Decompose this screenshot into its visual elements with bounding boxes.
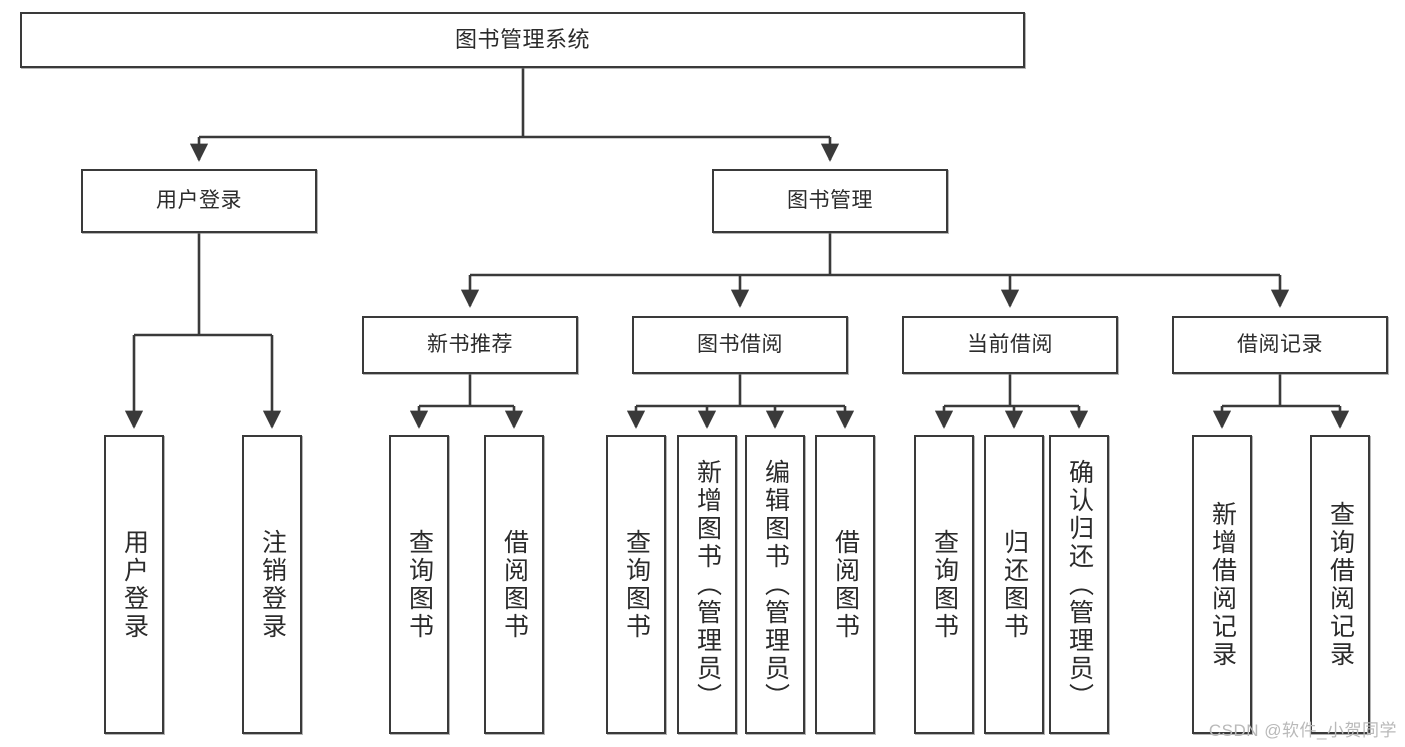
leaf-query-book-recommend[interactable]: 查询图书 [389, 435, 449, 734]
leaf-borrow-book-recommend[interactable]: 借阅图书 [484, 435, 544, 734]
node-label: 用户登录 [156, 188, 242, 212]
leaf-user-login[interactable]: 用户登录 [104, 435, 164, 734]
node-label: 新书推荐 [427, 332, 513, 356]
node-label: 借阅图书 [831, 528, 860, 641]
leaf-confirm-return-admin[interactable]: 确认归还（管理员） [1049, 435, 1109, 734]
node-user-login[interactable]: 用户登录 [81, 169, 317, 233]
node-label: 借阅图书 [500, 528, 529, 641]
node-root-system[interactable]: 图书管理系统 [20, 12, 1025, 68]
leaf-edit-book-admin[interactable]: 编辑图书（管理员） [745, 435, 805, 734]
node-book-management[interactable]: 图书管理 [712, 169, 948, 233]
leaf-return-book[interactable]: 归还图书 [984, 435, 1044, 734]
node-label: 归还图书 [1000, 528, 1029, 641]
node-label: 查询图书 [622, 528, 651, 641]
node-label: 当前借阅 [967, 332, 1053, 356]
node-current-borrow[interactable]: 当前借阅 [902, 316, 1118, 374]
node-label: 确认归还（管理员） [1065, 458, 1094, 711]
leaf-query-book-current[interactable]: 查询图书 [914, 435, 974, 734]
node-label: 编辑图书（管理员） [761, 458, 790, 711]
watermark-text: CSDN @软件_小贺同学 [1208, 721, 1397, 740]
node-label: 新增图书（管理员） [693, 458, 722, 711]
node-label: 图书管理 [787, 188, 873, 212]
node-label: 新增借阅记录 [1208, 500, 1237, 669]
node-borrow-record[interactable]: 借阅记录 [1172, 316, 1388, 374]
leaf-query-borrow-record[interactable]: 查询借阅记录 [1310, 435, 1370, 734]
node-label: 图书管理系统 [454, 27, 590, 53]
node-label: 查询图书 [930, 528, 959, 641]
node-label: 查询图书 [405, 528, 434, 641]
node-label: 查询借阅记录 [1326, 500, 1355, 669]
node-label: 图书借阅 [697, 332, 783, 356]
node-book-borrow[interactable]: 图书借阅 [632, 316, 848, 374]
leaf-borrow-book[interactable]: 借阅图书 [815, 435, 875, 734]
node-new-book-recommend[interactable]: 新书推荐 [362, 316, 578, 374]
node-label: 借阅记录 [1237, 332, 1323, 356]
leaf-add-borrow-record[interactable]: 新增借阅记录 [1192, 435, 1252, 734]
leaf-user-logout[interactable]: 注销登录 [242, 435, 302, 734]
leaf-add-book-admin[interactable]: 新增图书（管理员） [677, 435, 737, 734]
node-label: 用户登录 [120, 528, 149, 641]
node-label: 注销登录 [258, 528, 287, 641]
leaf-query-book-borrow[interactable]: 查询图书 [606, 435, 666, 734]
